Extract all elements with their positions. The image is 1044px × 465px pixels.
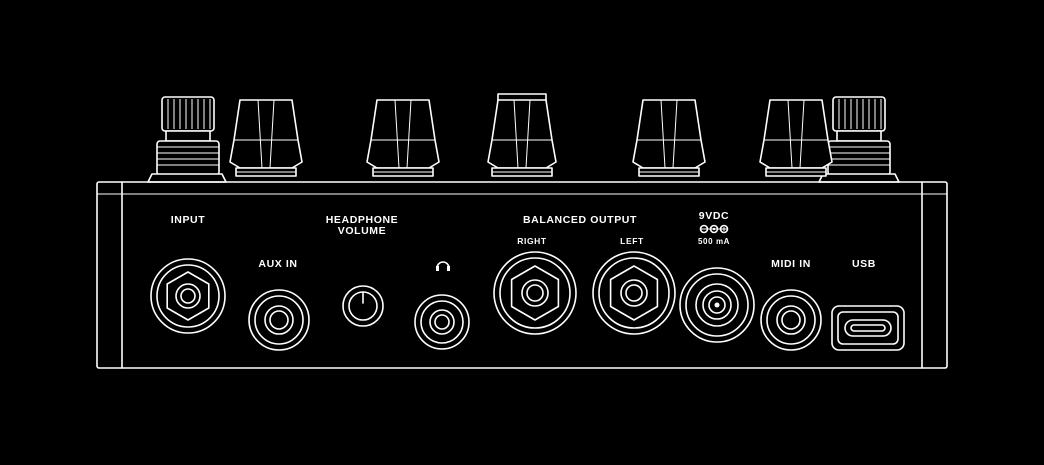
label-midi-in: MIDI IN [771,258,811,270]
label-aux-in: AUX IN [258,258,297,270]
knob-1 [229,99,303,177]
headphone-jack [414,294,470,350]
label-power-voltage: 9VDC [699,210,729,222]
label-usb: USB [852,258,876,270]
knob-2 [366,99,440,177]
label-power-current: 500 mA [698,237,730,246]
label-volume: VOLUME [338,225,387,237]
headphone-volume-knob [342,285,384,327]
balanced-output-left-jack [592,251,676,335]
label-left: LEFT [620,236,644,246]
dc-polarity-icon [699,224,729,234]
footswitch-left [147,96,227,183]
knob-5 [759,99,833,177]
label-balanced-output: BALANCED OUTPUT [523,214,637,226]
power-jack [679,267,755,343]
headphone-icon [436,261,450,271]
enclosure [96,181,948,369]
knob-3 [487,93,557,177]
usb-port [831,305,905,351]
input-jack [150,258,226,334]
midi-in-jack [760,289,822,351]
footswitch-right [818,96,900,183]
label-headphone: HEADPHONE [326,214,399,226]
label-input: INPUT [171,214,206,226]
aux-in-jack [248,289,310,351]
label-right: RIGHT [517,236,547,246]
knob-4 [632,99,706,177]
balanced-output-right-jack [493,251,577,335]
